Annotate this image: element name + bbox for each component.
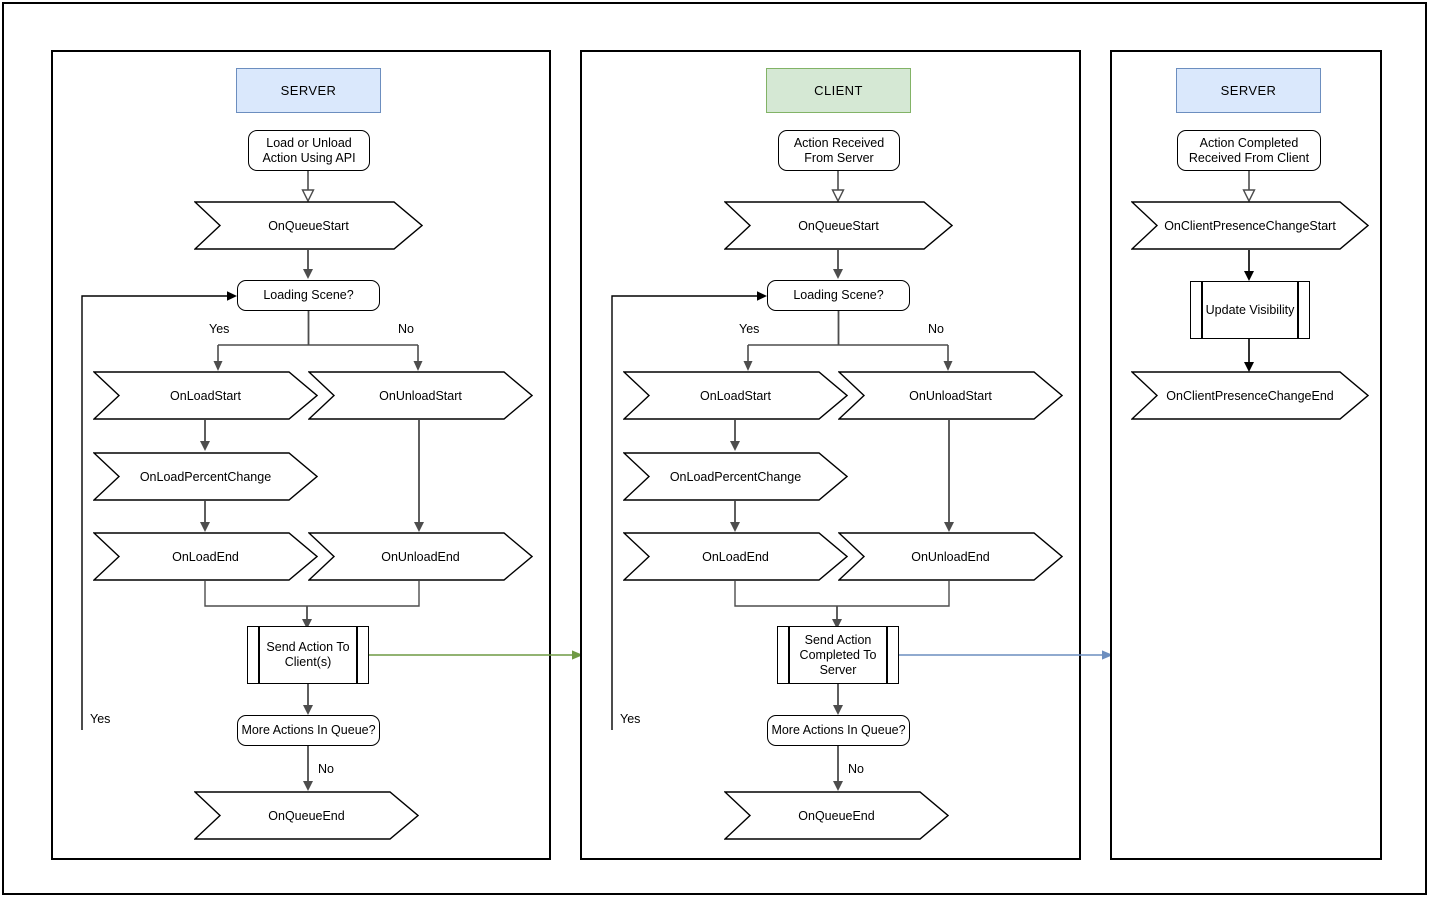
edge-label-loop-yes-client: Yes: [620, 712, 641, 726]
edge-label-queue-no-client: No: [848, 762, 864, 776]
node-send-action-client: Send Action Completed To Server: [777, 626, 899, 684]
node-decision-more-actions-server-left: More Actions In Queue?: [237, 715, 380, 746]
edge-start-to-queuestart-left: [300, 171, 320, 203]
node-label: OnLoadEnd: [702, 549, 769, 564]
edge-start-to-presencestart: [1241, 171, 1261, 203]
node-label: OnQueueEnd: [268, 808, 345, 823]
node-start-client: Action Received From Server: [778, 130, 900, 171]
node-decision-loading-server-left: Loading Scene?: [237, 280, 380, 311]
edge-loadstart-to-percent-left: [197, 420, 217, 452]
node-label: Send Action To Client(s): [266, 640, 350, 669]
node-onunloadstart-client: OnUnloadStart: [838, 371, 1063, 420]
node-label: Send Action Completed To Server: [799, 632, 877, 677]
pproc-left-bar: [788, 627, 790, 683]
node-onclientpresencechangeend: OnClientPresenceChangeEnd: [1131, 371, 1369, 420]
panel-header-client: CLIENT: [766, 68, 911, 113]
node-onloadend-server-left: OnLoadEnd: [93, 532, 318, 581]
pproc-left-bar: [1201, 282, 1203, 338]
node-label: OnQueueStart: [268, 218, 349, 233]
node-onunloadstart-server-left: OnUnloadStart: [308, 371, 533, 420]
edge-merge-to-sendaction-client: [727, 581, 962, 631]
edge-sendaction-to-morequeue-client: [830, 684, 850, 716]
pproc-right-bar: [886, 627, 888, 683]
edge-start-to-queuestart-client: [830, 171, 850, 203]
panel-header-label: SERVER: [1220, 83, 1277, 98]
node-onqueueend-server-left: OnQueueEnd: [194, 791, 419, 840]
node-start-server-left: Load or Unload Action Using API: [248, 130, 370, 171]
edge-morequeue-to-queueend-client: [830, 746, 850, 792]
edge-percent-to-loadend-left: [197, 501, 217, 533]
cross-link-client-to-server: [899, 647, 1117, 663]
node-onloadstart-server-left: OnLoadStart: [93, 371, 318, 420]
node-onunloadend-client: OnUnloadEnd: [838, 532, 1063, 581]
edge-label-no-left: No: [398, 322, 414, 336]
edge-presencestart-to-visibility: [1241, 250, 1261, 282]
edge-label-loop-yes-left: Yes: [90, 712, 111, 726]
node-start-server-right: Action Completed Received From Client: [1177, 130, 1321, 171]
node-label: OnLoadPercentChange: [669, 469, 802, 484]
node-onloadpercentchange-server-left: OnLoadPercentChange: [93, 452, 318, 501]
node-label: OnLoadStart: [170, 388, 241, 403]
node-label: OnUnloadEnd: [911, 549, 990, 564]
node-onloadend-client: OnLoadEnd: [623, 532, 848, 581]
node-onunloadend-server-left: OnUnloadEnd: [308, 532, 533, 581]
node-label: OnClientPresenceChangeStart: [1164, 218, 1336, 233]
node-onqueuestart-client: OnQueueStart: [724, 201, 953, 250]
node-onqueueend-client: OnQueueEnd: [724, 791, 949, 840]
edge-merge-to-sendaction-left: [197, 581, 432, 631]
edge-label-yes-client: Yes: [739, 322, 760, 336]
node-onloadpercentchange-client: OnLoadPercentChange: [623, 452, 848, 501]
cross-link-server-to-client: [369, 647, 587, 663]
node-send-action-server-left: Send Action To Client(s): [247, 626, 369, 684]
node-onclientpresencechangestart: OnClientPresenceChangeStart: [1131, 201, 1369, 250]
pproc-left-bar: [258, 627, 260, 683]
node-label: OnLoadEnd: [172, 549, 239, 564]
edge-queuestart-to-loading-client: [830, 250, 850, 280]
node-label: OnUnloadStart: [379, 388, 462, 403]
panel-header-server-right: SERVER: [1176, 68, 1321, 113]
edge-unloadstart-to-unloadend-left: [411, 420, 431, 533]
panel-header-label: CLIENT: [814, 83, 863, 98]
node-decision-loading-client: Loading Scene?: [767, 280, 910, 311]
panel-header-server-left: SERVER: [236, 68, 381, 113]
edge-percent-to-loadend-client: [727, 501, 747, 533]
panel-header-label: SERVER: [280, 83, 337, 98]
node-decision-more-actions-client: More Actions In Queue?: [767, 715, 910, 746]
panel-server-right: [1110, 50, 1382, 860]
edge-loop-back-left: [80, 290, 245, 735]
edge-unloadstart-to-unloadend-client: [941, 420, 961, 533]
edge-visibility-to-presenceend: [1241, 339, 1261, 373]
node-onloadstart-client: OnLoadStart: [623, 371, 848, 420]
node-label: Update Visibility: [1205, 302, 1295, 317]
edge-label-queue-no-left: No: [318, 762, 334, 776]
node-label: OnClientPresenceChangeEnd: [1166, 388, 1334, 403]
edge-label-yes-left: Yes: [209, 322, 230, 336]
edge-sendaction-to-morequeue-left: [300, 684, 320, 716]
edge-label-no-client: No: [928, 322, 944, 336]
edge-morequeue-to-queueend-left: [300, 746, 320, 792]
pproc-right-bar: [356, 627, 358, 683]
node-label: OnQueueStart: [798, 218, 879, 233]
edge-branch-split-client: [720, 311, 970, 373]
node-label: OnLoadStart: [700, 388, 771, 403]
node-label: OnQueueEnd: [798, 808, 875, 823]
edge-loop-back-client: [610, 290, 775, 735]
edge-loadstart-to-percent-client: [727, 420, 747, 452]
node-label: OnUnloadStart: [909, 388, 992, 403]
node-update-visibility: Update Visibility: [1190, 281, 1310, 339]
node-onqueuestart-server-left: OnQueueStart: [194, 201, 423, 250]
pproc-right-bar: [1297, 282, 1299, 338]
edge-queuestart-to-loading-left: [300, 250, 320, 280]
node-label: OnUnloadEnd: [381, 549, 460, 564]
node-label: OnLoadPercentChange: [139, 469, 272, 484]
edge-branch-split-left: [190, 311, 440, 373]
